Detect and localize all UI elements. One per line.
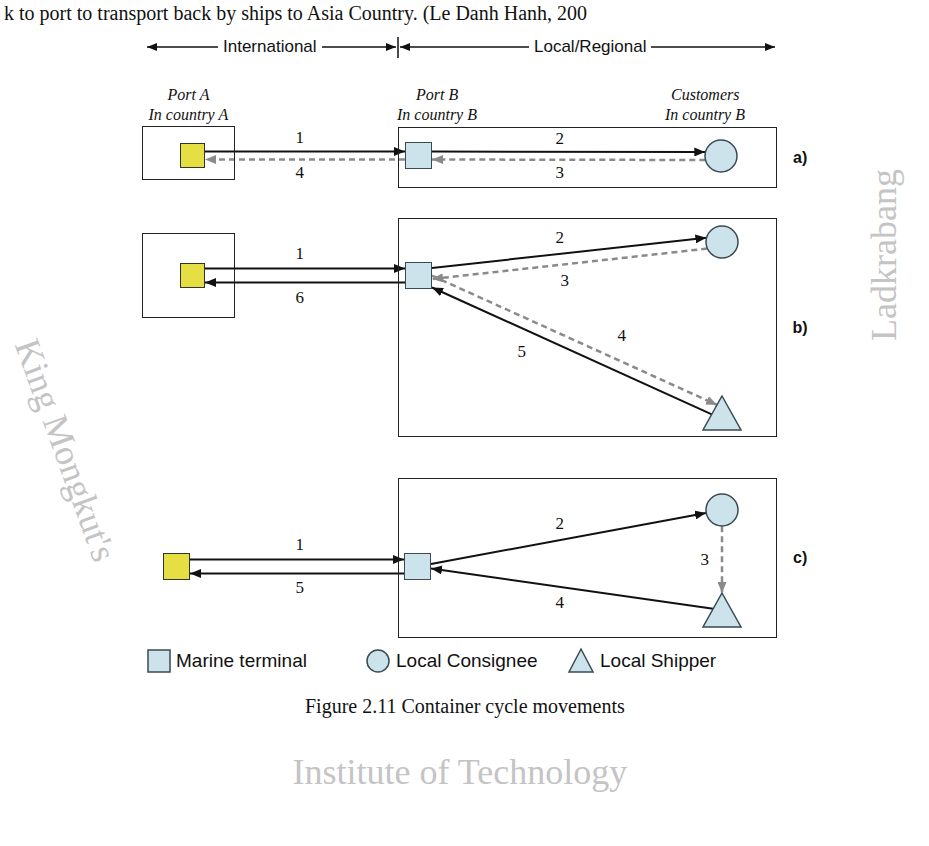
flow-number: 5 xyxy=(516,342,529,362)
flow-number: 6 xyxy=(294,288,307,308)
running-text: k to port to transport back by ships to … xyxy=(4,2,587,25)
local-shipper xyxy=(702,592,742,628)
flow-number: 4 xyxy=(616,326,629,346)
local-consignee xyxy=(705,225,739,259)
case-label: a) xyxy=(793,149,807,167)
consignee-outline xyxy=(704,139,738,173)
region-frame xyxy=(398,478,777,638)
consignee-outline xyxy=(705,225,739,259)
dashed-flow-arrow xyxy=(205,158,405,161)
dashed-flow-arrow xyxy=(721,526,724,593)
flow-arrow xyxy=(205,282,405,284)
scope-label: Local/Regional xyxy=(529,37,651,57)
flow-arrow xyxy=(190,559,404,561)
flow-arrow xyxy=(205,268,405,270)
region-frame: Port BIn country BCustomersIn country B xyxy=(398,127,777,188)
flow-number: 4 xyxy=(554,593,567,613)
case-label: b) xyxy=(793,319,808,337)
local-consignee xyxy=(704,139,738,173)
watermark-text: Institute of Technology xyxy=(293,751,628,793)
watermark-text: Ladkrabang xyxy=(863,169,905,341)
local-consignee xyxy=(705,493,739,527)
case-label: c) xyxy=(793,549,807,567)
marine-terminal xyxy=(404,553,431,580)
flow-number: 4 xyxy=(294,163,307,183)
scope-label: International xyxy=(218,37,322,57)
region-frame xyxy=(398,218,777,437)
marine-terminal xyxy=(405,142,432,169)
marine-terminal xyxy=(405,262,432,289)
flow-arrow xyxy=(190,573,404,575)
port-a-square xyxy=(180,143,205,168)
dashed-flow-arrow xyxy=(432,276,717,405)
flow-arrow xyxy=(431,568,713,608)
port-a-square xyxy=(163,553,190,580)
flow-arrow xyxy=(431,513,706,564)
flow-number: 1 xyxy=(294,535,307,555)
flow-number: 2 xyxy=(554,129,567,149)
legend-terminal-sample xyxy=(148,650,170,672)
shipper-outline xyxy=(702,395,742,431)
node-heading: Port A xyxy=(168,86,210,104)
legend-text: Local Consignee xyxy=(396,650,538,672)
legend-text: Local Shipper xyxy=(600,650,716,672)
node-heading: Port B xyxy=(416,86,458,104)
node-heading: In country B xyxy=(397,106,477,124)
flow-number: 3 xyxy=(554,163,567,183)
flow-number: 2 xyxy=(554,514,567,534)
node-heading: Customers xyxy=(671,86,739,104)
flow-number: 1 xyxy=(294,244,307,264)
flow-number: 1 xyxy=(294,128,307,148)
flow-number: 3 xyxy=(699,550,712,570)
consignee-outline xyxy=(705,493,739,527)
port-frame xyxy=(142,233,235,318)
flow-number: 5 xyxy=(294,578,307,598)
legend-text: Marine terminal xyxy=(176,650,307,672)
legend-shipper-sample xyxy=(569,649,593,672)
flow-arrow xyxy=(432,151,705,154)
flow-arrow xyxy=(432,288,712,415)
node-heading: In country B xyxy=(665,106,745,124)
port-a-square xyxy=(180,263,205,288)
node-heading: In country A xyxy=(149,106,229,124)
figure-caption: Figure 2.11 Container cycle movements xyxy=(305,695,625,718)
watermark-text: King Mongkut's xyxy=(6,333,125,567)
legend-consignee-sample xyxy=(367,650,389,672)
flow-number: 3 xyxy=(559,271,572,291)
local-shipper xyxy=(702,395,742,431)
dashed-flow-arrow xyxy=(432,158,705,161)
flow-arrow xyxy=(205,151,405,153)
shipper-outline xyxy=(702,592,742,628)
flow-number: 2 xyxy=(554,228,567,248)
port-frame: Port AIn country A xyxy=(142,126,235,180)
scope-divider xyxy=(397,37,399,58)
